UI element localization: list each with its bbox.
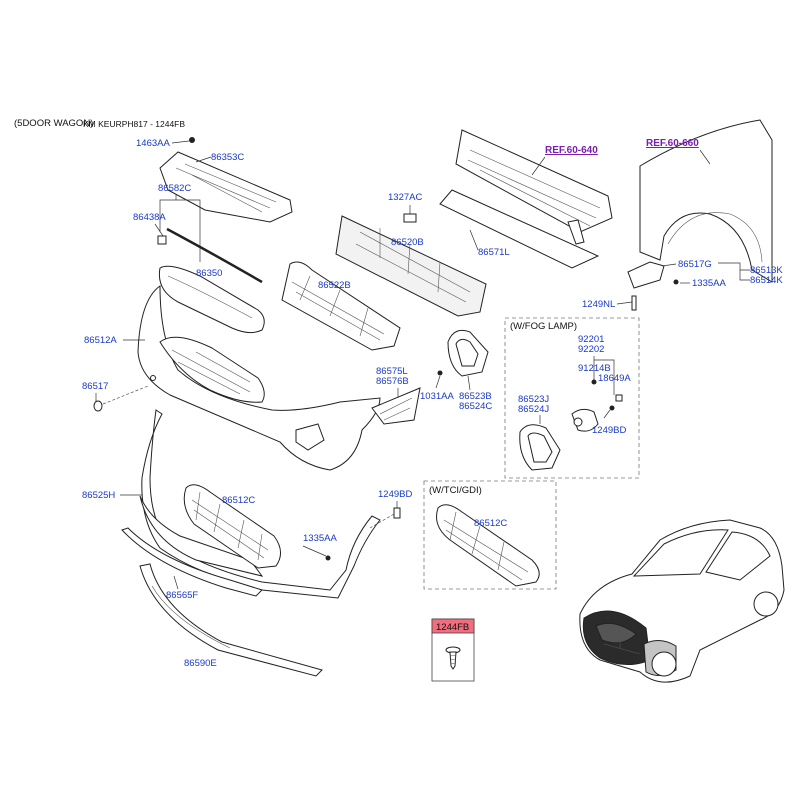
label-1249bd[interactable]: 1249BD <box>378 489 412 500</box>
fender-bracket <box>627 261 665 289</box>
label-86524j[interactable]: 86524J <box>518 404 549 415</box>
label-86582c[interactable]: 86582C <box>158 183 191 194</box>
label-86523j[interactable]: 86523J <box>518 394 549 405</box>
label-1249bd-fog[interactable]: 1249BD <box>592 425 626 436</box>
label-86576b[interactable]: 86576B <box>376 376 409 387</box>
label-1335aa[interactable]: 1335AA <box>303 533 337 544</box>
lower-grille-86512c <box>183 484 281 569</box>
label-86517g[interactable]: 86517G <box>678 259 712 270</box>
label-86590e[interactable]: 86590E <box>184 658 217 669</box>
bumper-beam <box>439 129 613 269</box>
label-1244fb[interactable]: 1244FB <box>436 622 469 633</box>
label-1463aa[interactable]: 1463AA <box>136 138 170 149</box>
label-86514k[interactable]: 86514K <box>750 275 783 286</box>
skid-trim-86565f <box>121 527 263 597</box>
label-86565f[interactable]: 86565F <box>166 590 198 601</box>
label-86524c[interactable]: 86524C <box>459 401 492 412</box>
label-1327ac[interactable]: 1327AC <box>388 192 422 203</box>
label-86520b[interactable]: 86520B <box>391 237 424 248</box>
fog-lamp-box <box>504 317 640 479</box>
ref-60-660[interactable]: REF.60-660 <box>646 138 699 149</box>
label-86575l[interactable]: 86575L <box>376 366 408 377</box>
label-86522b[interactable]: 86522B <box>318 280 351 291</box>
label-86512a[interactable]: 86512A <box>84 335 117 346</box>
label-86517[interactable]: 86517 <box>82 381 108 392</box>
label-92202[interactable]: 92202 <box>578 344 604 355</box>
front-fender <box>627 119 773 311</box>
fog-lamp-assembly <box>519 408 599 471</box>
tci-gdi-box-title: (W/TCI/GDI) <box>429 485 482 496</box>
clip-86438a-icon <box>157 235 167 245</box>
label-1031aa[interactable]: 1031AA <box>420 391 454 402</box>
fog-bezel-86523b <box>447 329 489 377</box>
upper-grille-cover <box>159 137 293 223</box>
label-86353c[interactable]: 86353C <box>211 152 244 163</box>
label-86513k[interactable]: 86513K <box>750 265 783 276</box>
model-title: (5DOOR WAGON) <box>14 118 93 129</box>
label-92201[interactable]: 92201 <box>578 334 604 345</box>
screw-icon <box>445 646 461 670</box>
tow-cap-icon <box>93 400 103 412</box>
clip-1463aa-icon <box>189 137 195 143</box>
vin-code: KM KEURPH817 - 1244FB <box>83 119 185 129</box>
label-86438a[interactable]: 86438A <box>133 212 166 223</box>
label-86525h[interactable]: 86525H <box>82 490 115 501</box>
fog-lamp-box-title: (W/FOG LAMP) <box>510 321 577 332</box>
label-86571l[interactable]: 86571L <box>478 247 510 258</box>
label-86512c[interactable]: 86512C <box>222 495 255 506</box>
tci-gdi-box <box>423 480 557 590</box>
label-86523b[interactable]: 86523B <box>459 391 492 402</box>
lower-grille-tci <box>436 504 540 587</box>
label-1335aa-fender[interactable]: 1335AA <box>692 278 726 289</box>
label-18649a[interactable]: 18649A <box>598 373 631 384</box>
clip-1327ac-icon <box>403 213 417 223</box>
label-86350[interactable]: 86350 <box>196 268 222 279</box>
ref-60-640[interactable]: REF.60-640 <box>545 145 598 156</box>
label-91214b[interactable]: 91214B <box>578 363 611 374</box>
chrome-strip <box>166 227 263 284</box>
front-bumper-86512a <box>137 285 381 471</box>
energy-absorber-86520b <box>335 215 487 317</box>
skid-plate-86590e <box>139 563 323 677</box>
label-1249nl[interactable]: 1249NL <box>582 299 615 310</box>
screw-box-header <box>431 618 475 634</box>
vehicle-illustration <box>579 519 785 683</box>
grille-surround-86350 <box>158 265 265 334</box>
lower-bumper-86525h <box>139 409 381 599</box>
label-86512c-tci[interactable]: 86512C <box>474 518 507 529</box>
lower-grille-86522b <box>281 261 401 351</box>
